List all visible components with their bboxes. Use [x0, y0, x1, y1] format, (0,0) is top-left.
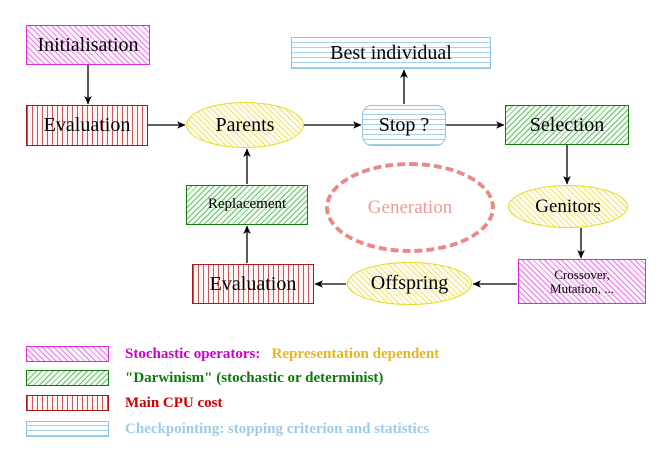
- legend-row-darwinism: "Darwinism" (stochastic or determinist): [0, 366, 662, 390]
- node-crossover-line-1: Crossover,: [554, 266, 610, 282]
- node-offspring[interactable]: Offspring: [347, 262, 472, 305]
- legend-label-stochastic: Stochastic operators: Representation dep…: [125, 346, 439, 363]
- legend-label-cpu-cost: Main CPU cost: [125, 394, 223, 411]
- node-crossover-line-2: Mutation, ...: [550, 280, 614, 296]
- node-selection[interactable]: Selection: [505, 105, 629, 145]
- legend: Stochastic operators: Representation dep…: [0, 340, 662, 460]
- legend-swatch-darwinism: [26, 370, 109, 386]
- node-evaluation-top[interactable]: Evaluation: [26, 105, 148, 146]
- legend-swatch-checkpointing: [26, 421, 109, 437]
- legend-accent-representation: Representation dependent: [271, 345, 440, 362]
- node-genitors[interactable]: Genitors: [508, 185, 628, 228]
- legend-label-darwinism: "Darwinism" (stochastic or determinist): [125, 369, 384, 386]
- node-parents[interactable]: Parents: [186, 102, 304, 148]
- legend-row-stochastic: Stochastic operators: Representation dep…: [0, 342, 662, 366]
- legend-row-cpu-cost: Main CPU cost: [0, 391, 662, 415]
- legend-row-checkpointing: Checkpointing: stopping criterion and st…: [0, 417, 662, 441]
- node-stop[interactable]: Stop ?: [362, 105, 446, 146]
- legend-swatch-stochastic: [26, 346, 109, 362]
- node-replacement[interactable]: Replacement: [186, 185, 308, 225]
- node-generation-grouping: Generation: [325, 162, 495, 253]
- node-initialisation[interactable]: Initialisation: [26, 25, 150, 65]
- legend-label-checkpointing: Checkpointing: stopping criterion and st…: [125, 420, 430, 437]
- legend-swatch-cpu-cost: [26, 395, 109, 411]
- node-crossover-mutation[interactable]: Crossover, Mutation, ...: [518, 259, 646, 304]
- legend-text-stochastic: Stochastic operators:: [125, 345, 261, 362]
- node-evaluation-bottom[interactable]: Evaluation: [192, 264, 314, 304]
- node-best-individual[interactable]: Best individual: [291, 37, 491, 69]
